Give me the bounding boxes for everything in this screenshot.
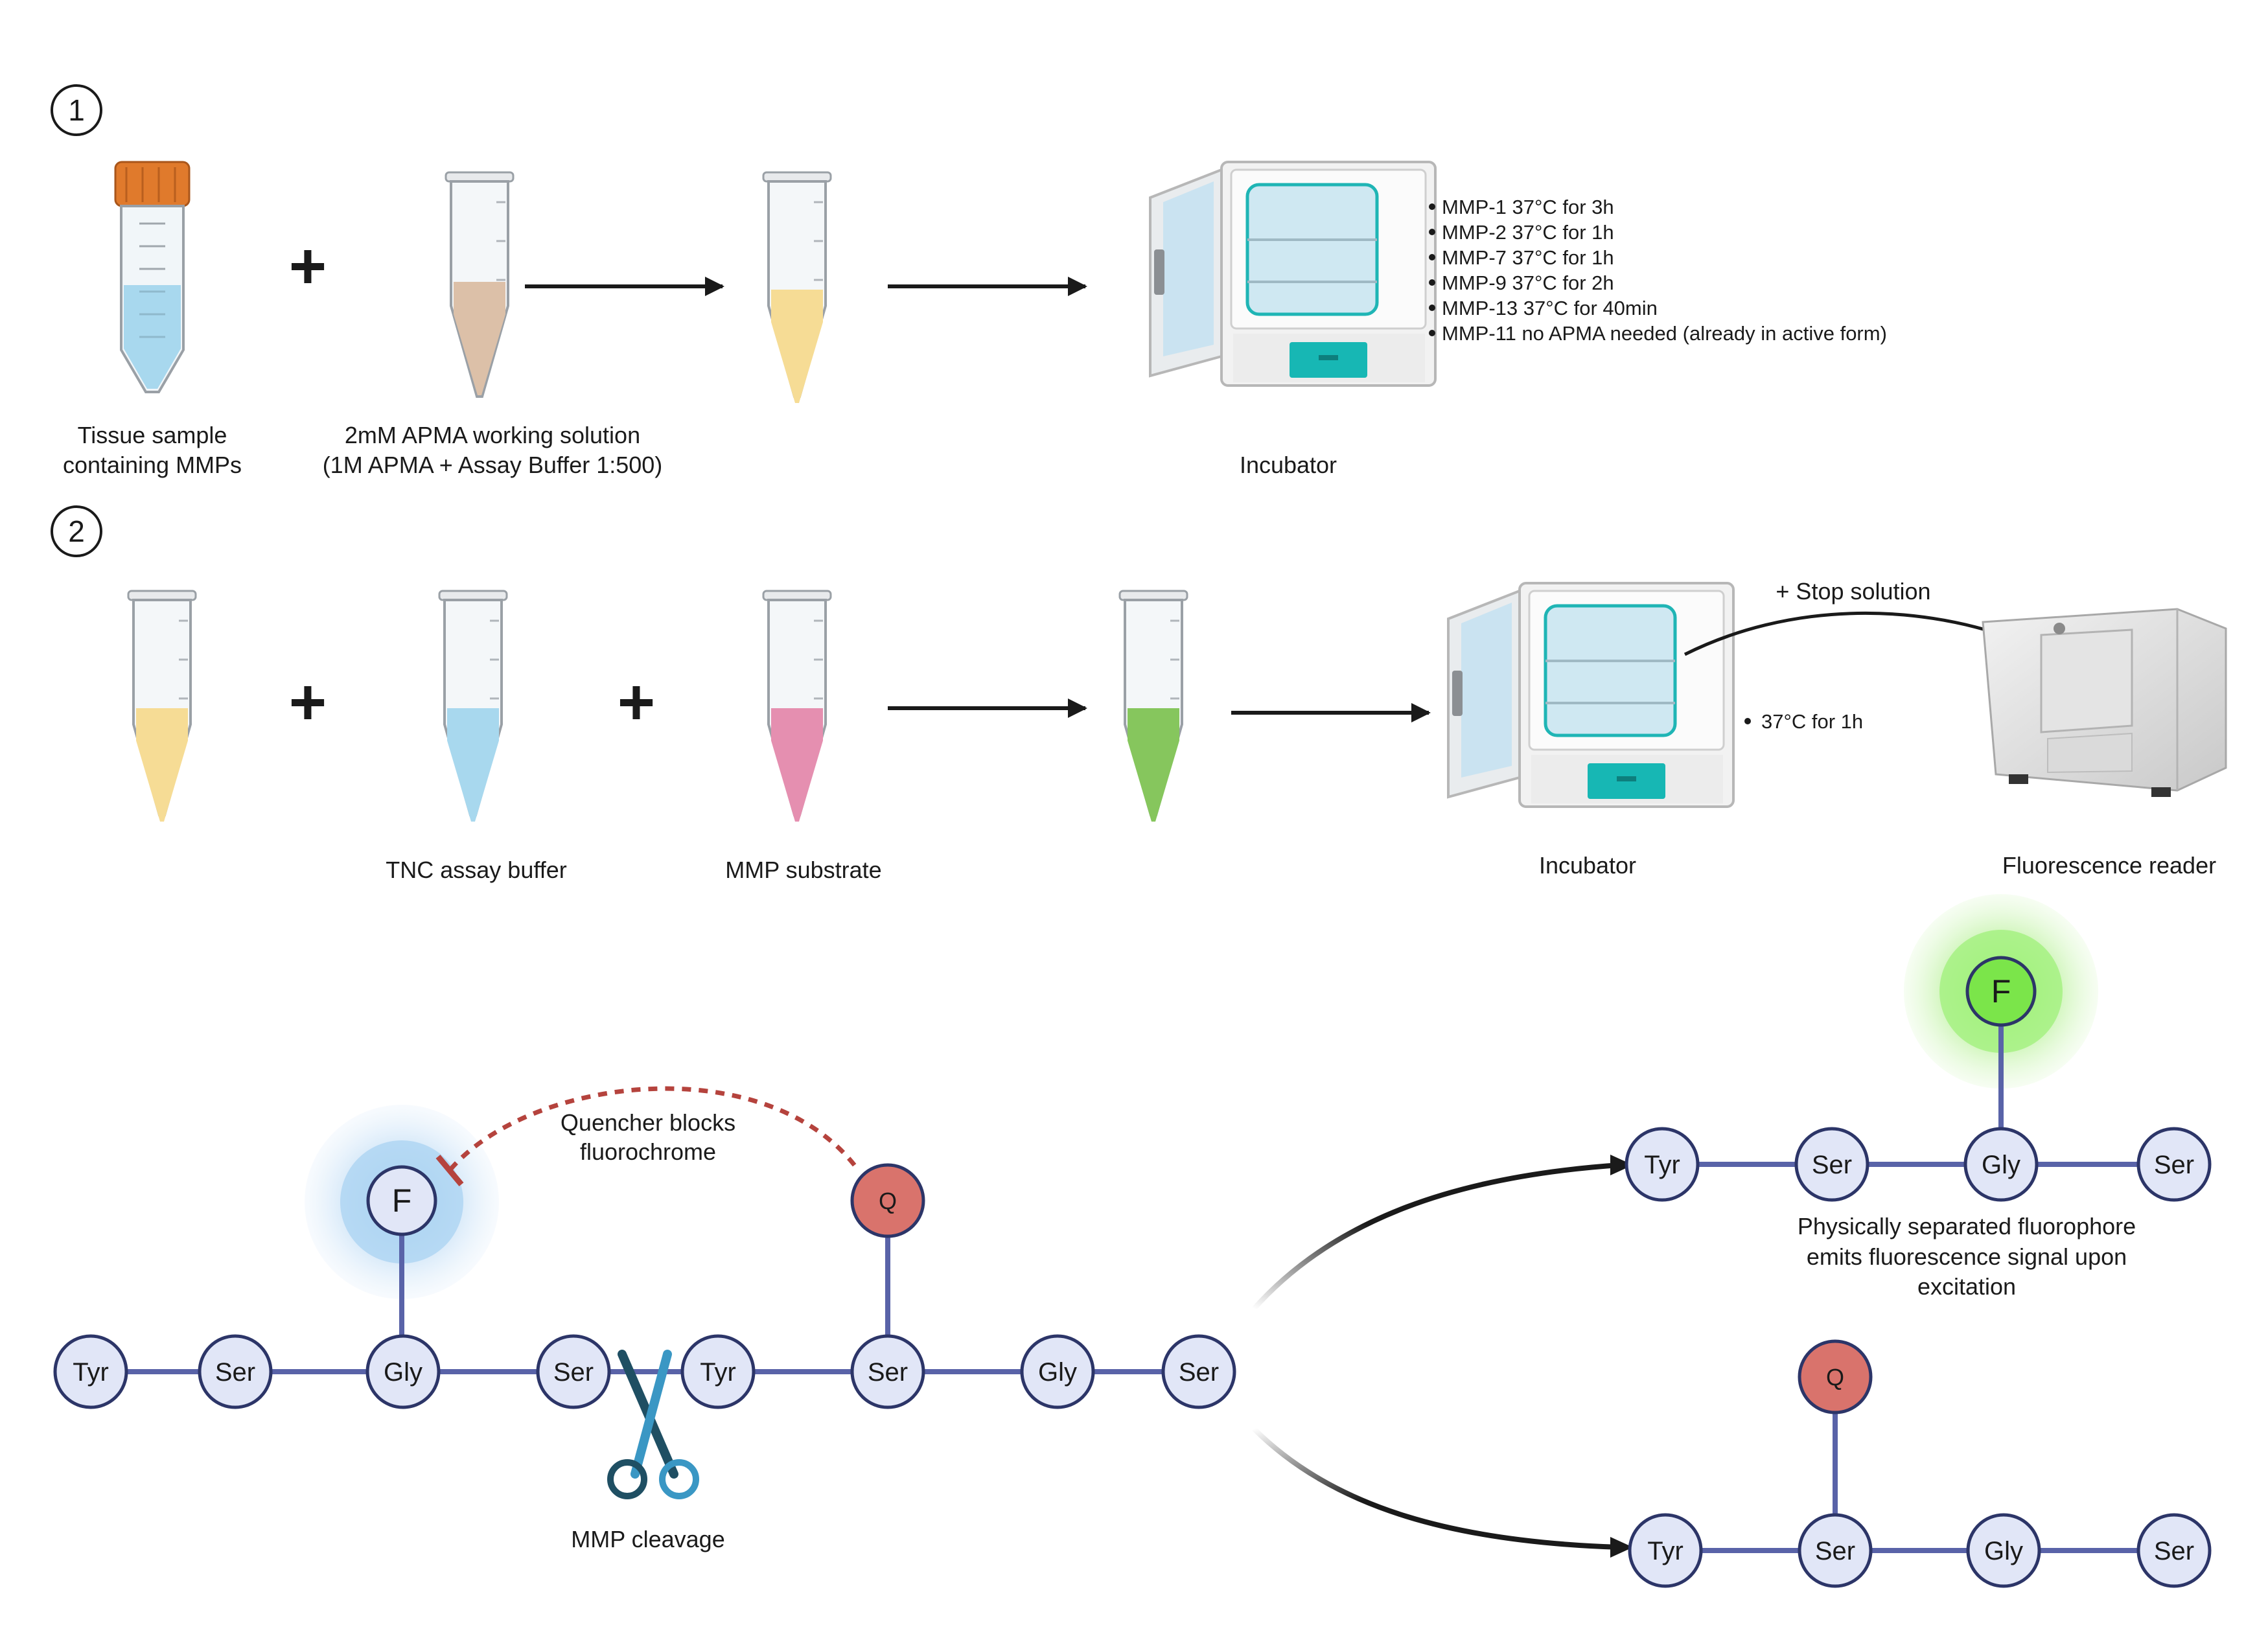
activated-sample-tube-icon xyxy=(127,590,197,822)
svg-text:F: F xyxy=(1991,973,2011,1009)
quencher-note-line2: fluorochrome xyxy=(580,1138,716,1165)
residue-node: Ser xyxy=(198,1334,273,1409)
residue-node: Tyr xyxy=(680,1334,756,1409)
incubator-icon xyxy=(1150,162,1435,386)
condition-mmp-2: MMP-2 37°C for 1h xyxy=(1442,221,1614,244)
step-1-badge: 1 xyxy=(51,84,102,136)
incubator-icon xyxy=(1448,583,1733,807)
assay-buffer-tube-icon xyxy=(438,590,508,822)
separated-note: Physically separated fluorophore xyxy=(1798,1213,2136,1240)
reaction-tube-icon xyxy=(1118,590,1188,822)
step-1-number: 1 xyxy=(68,93,85,127)
product-arrow-bottom xyxy=(1252,1427,1621,1550)
fluorophore-f-emitting: F xyxy=(1965,956,2037,1027)
substrate-label: MMP substrate xyxy=(725,857,881,883)
quencher-q: Q xyxy=(850,1163,925,1238)
residue-node: Ser xyxy=(536,1334,611,1409)
incubator-label: Incubator xyxy=(1240,452,1337,478)
product-arrow-top xyxy=(1252,1162,1621,1311)
svg-text:Ser: Ser xyxy=(553,1358,594,1387)
svg-text:Tyr: Tyr xyxy=(700,1358,736,1387)
apma-solution-label-line2: (1M APMA + Assay Buffer 1:500) xyxy=(323,452,663,478)
residue-node: Gly xyxy=(1963,1127,2039,1202)
substrate-tube-icon xyxy=(762,590,832,822)
svg-text:Tyr: Tyr xyxy=(73,1358,109,1387)
residue-node: Gly xyxy=(365,1334,441,1409)
svg-text:Ser: Ser xyxy=(215,1358,255,1387)
residue-node: Ser xyxy=(1794,1127,1869,1202)
condition-mmp-9: MMP-9 37°C for 2h xyxy=(1442,271,1614,294)
residue-node: Gly xyxy=(1020,1334,1095,1409)
residue-node: Tyr xyxy=(53,1334,128,1409)
stop-solution-arrow xyxy=(1684,611,2014,656)
plus-sign: + xyxy=(618,666,655,739)
cleavage-label: MMP cleavage xyxy=(571,1526,724,1552)
residue-node: Ser xyxy=(1798,1513,1873,1588)
svg-text:Ser: Ser xyxy=(1815,1537,1855,1565)
svg-text:Ser: Ser xyxy=(2154,1151,2194,1179)
quenching-arc xyxy=(448,1086,857,1171)
falcon-tube-icon xyxy=(114,161,191,393)
step2-condition: 37°C for 1h xyxy=(1761,710,1863,733)
separated-note-line3: excitation xyxy=(1917,1273,2016,1300)
quencher-q: Q xyxy=(1798,1339,1873,1414)
quenching-blocker xyxy=(435,1155,464,1186)
condition-mmp-13: MMP-13 37°C for 40min xyxy=(1442,297,1658,319)
quencher-note: Quencher blocks xyxy=(561,1109,735,1136)
svg-text:Ser: Ser xyxy=(1179,1358,1219,1387)
svg-text:Ser: Ser xyxy=(1812,1151,1852,1179)
svg-text:Tyr: Tyr xyxy=(1647,1537,1684,1565)
tissue-sample-label: Tissue sample xyxy=(78,422,227,448)
svg-text:Gly: Gly xyxy=(384,1358,422,1387)
residue-node: Tyr xyxy=(1628,1513,1703,1588)
residue-node: Gly xyxy=(1966,1513,2041,1588)
step-2-number: 2 xyxy=(68,514,85,548)
fluorescence-reader-label: Fluorescence reader xyxy=(2002,852,2216,879)
svg-text:Tyr: Tyr xyxy=(1644,1151,1680,1179)
condition-mmp-11: MMP-11 no APMA needed (already in active… xyxy=(1442,322,1887,345)
fluorophore-f: F xyxy=(366,1165,437,1236)
svg-text:Q: Q xyxy=(1826,1364,1844,1390)
residue-node: Ser xyxy=(850,1334,925,1409)
assay-buffer-label: TNC assay buffer xyxy=(386,857,566,883)
separated-note-line2: emits fluorescence signal upon xyxy=(1807,1243,2127,1270)
plus-sign: + xyxy=(289,666,327,739)
incubator-label: Incubator xyxy=(1539,852,1636,879)
condition-mmp-7: MMP-7 37°C for 1h xyxy=(1442,246,1614,269)
svg-text:Gly: Gly xyxy=(1984,1537,2023,1565)
residue-node: Tyr xyxy=(1625,1127,1700,1202)
stop-solution-label: + Stop solution xyxy=(1776,578,1930,605)
svg-text:F: F xyxy=(392,1182,412,1219)
condition-mmp-1: MMP-1 37°C for 3h xyxy=(1442,196,1614,218)
residue-node: Ser xyxy=(1161,1334,1236,1409)
svg-text:Gly: Gly xyxy=(1982,1151,2020,1179)
apma-tube-icon xyxy=(445,171,515,398)
activated-sample-tube-icon xyxy=(762,171,832,403)
incubation-conditions-list: MMP-1 37°C for 3h MMP-2 37°C for 1h MMP-… xyxy=(1429,196,1887,345)
apma-solution-label: 2mM APMA working solution xyxy=(345,422,640,448)
residue-node: Ser xyxy=(2136,1513,2212,1588)
step-2-badge: 2 xyxy=(51,505,102,557)
tissue-sample-label-line2: containing MMPs xyxy=(63,452,242,478)
svg-text:Ser: Ser xyxy=(868,1358,908,1387)
svg-text:Q: Q xyxy=(879,1188,897,1214)
svg-text:Gly: Gly xyxy=(1038,1358,1077,1387)
residue-node: Ser xyxy=(2136,1127,2212,1202)
fluorescence-reader-icon xyxy=(1982,608,2227,797)
plus-sign: + xyxy=(289,230,327,303)
scissors-icon xyxy=(607,1350,699,1499)
svg-text:Ser: Ser xyxy=(2154,1537,2194,1565)
